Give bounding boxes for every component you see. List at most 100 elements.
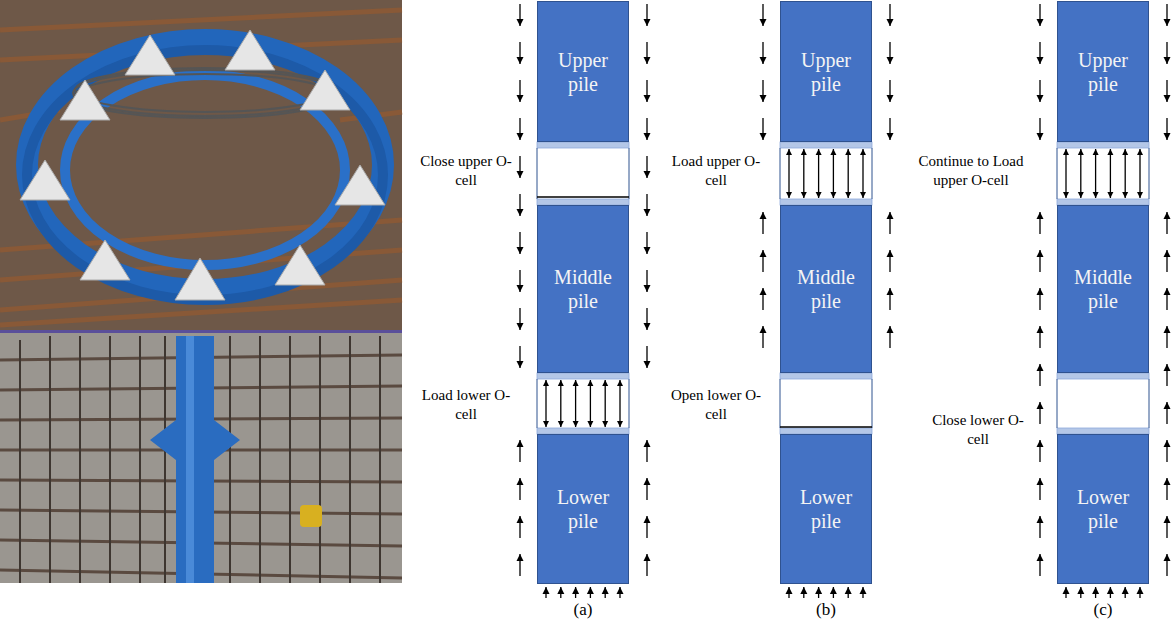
jack-arrow [619,380,620,427]
end-bearing-arrow [587,587,594,594]
pile-segment: Lower pile [537,434,629,584]
jack-arrow [786,192,792,198]
friction-arrow [644,209,651,216]
photo-ground [0,333,402,583]
jack-arrow [1093,149,1099,155]
o-cell-gap [872,379,873,428]
end-bearing-arrow [617,587,624,594]
friction-arrow [517,57,524,64]
friction-arrow [887,95,894,102]
o-cell-label: Open lower O-cell [668,386,764,424]
friction-arrow [1164,516,1171,523]
o-cell-gap [1057,148,1058,199]
friction-arrow [760,326,767,333]
friction-arrow [1164,402,1171,409]
jack-arrow [573,421,579,427]
pile-label: Lower pile [547,485,619,533]
friction-arrow [887,57,894,64]
subfigure-label: (c) [1053,600,1153,620]
friction-arrow [1164,364,1171,371]
jack-arrow [860,192,866,198]
friction-arrow [644,478,651,485]
friction-arrow [644,247,651,254]
friction-arrow [517,516,524,523]
friction-arrow [1037,554,1044,561]
bearing-plate [537,142,629,148]
jack-arrow [587,380,593,386]
jack-arrow [845,192,851,198]
jack-arrow [801,149,807,155]
jack-arrow [1139,149,1140,198]
friction-arrow [887,19,894,26]
friction-arrow [1164,95,1171,102]
pile-segment: Middle pile [780,205,872,373]
friction-arrow [517,95,524,102]
o-cell-label: Continue to Load upper O-cell [908,152,1034,190]
friction-arrow [517,19,524,26]
jack-arrow [816,192,822,198]
friction-arrow [1164,19,1171,26]
wire-coil [73,68,337,118]
friction-arrow [644,171,651,178]
friction-arrow [1037,19,1044,26]
friction-arrow [517,171,524,178]
friction-arrow [760,95,767,102]
jack-arrow [1122,192,1128,198]
friction-arrow [517,209,524,216]
jack-arrow [543,421,549,427]
friction-arrow [1164,57,1171,64]
end-bearing-arrow [1063,587,1070,594]
closed-cell-line [537,196,629,198]
jack-arrow [1078,192,1084,198]
pile-label: Upper pile [547,48,619,96]
end-bearing-arrow [572,587,579,594]
jack-arrow [848,149,849,198]
friction-arrow [1037,212,1044,219]
friction-arrow [1164,288,1171,295]
pile-label: Upper pile [790,48,862,96]
friction-arrow [1164,133,1171,140]
pile-label: Lower pile [1067,485,1139,533]
friction-arrow [1164,326,1171,333]
jack-arrow [587,421,593,427]
o-cell-gap [872,148,873,199]
friction-arrow [887,288,894,295]
friction-arrow [1037,95,1044,102]
jack-arrow [862,149,863,198]
jack-arrow [573,380,579,386]
jack-arrow [617,421,623,427]
photo-illustration [0,0,410,590]
jack-arrow [575,380,576,427]
open-cell-line [780,426,872,428]
friction-arrow [887,250,894,257]
jack-arrow [1125,149,1126,198]
pile-segment: Middle pile [1057,205,1149,373]
o-cell-gap [537,379,538,428]
friction-arrow [760,250,767,257]
end-bearing-arrow [860,587,867,594]
friction-arrow [1037,440,1044,447]
pile-segment: Upper pile [537,1,629,142]
jack-arrow [1065,149,1066,198]
pile-label: Middle pile [1067,265,1139,313]
jack-arrow [1110,149,1111,198]
friction-arrow [644,554,651,561]
bearing-plate [780,373,872,379]
reinforcement-cage [20,336,380,583]
pile-segment: Lower pile [1057,434,1149,584]
o-cell-ring [27,50,383,300]
friction-arrow [1037,516,1044,523]
jack-arrow [845,149,851,155]
friction-arrow [644,57,651,64]
end-bearing-arrow [800,587,807,594]
pile-label: Middle pile [790,265,862,313]
pile-segment: Upper pile [1057,1,1149,142]
jack-arrow [1137,149,1143,155]
jack-arrow [558,421,564,427]
friction-arrow [517,323,524,330]
pile-label: Upper pile [1067,48,1139,96]
jack-arrow [545,380,546,427]
jack-arrow [818,149,819,198]
jack-arrow [786,149,792,155]
subfigure-label: (a) [533,600,633,620]
